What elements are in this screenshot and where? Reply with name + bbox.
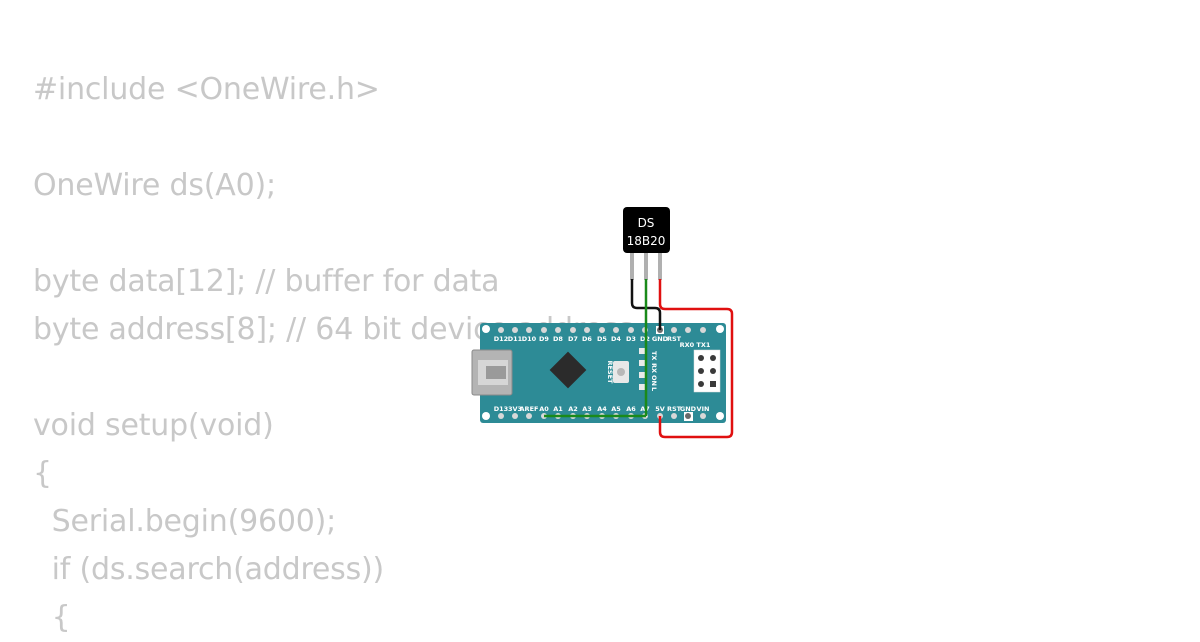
pin-label-top: D5 [597, 335, 607, 343]
led-label: RX [650, 363, 658, 373]
pin-label-bottom: A2 [568, 405, 578, 413]
led-on [639, 372, 645, 378]
code-line: void setup(void) [33, 408, 274, 443]
led-rx [639, 360, 645, 366]
pin-label-top: D12 [494, 335, 508, 343]
pin-label-top: RST [667, 335, 682, 343]
code-line [33, 114, 633, 162]
led-label: TX [650, 351, 658, 360]
sensor-label: 18B20 [627, 234, 666, 248]
pin-label-bottom: A4 [597, 405, 607, 413]
led-l [639, 384, 645, 390]
icsp-header [693, 349, 721, 393]
pin-label-top: D4 [611, 335, 621, 343]
sensor-label: DS [638, 216, 655, 230]
code-line: { [33, 456, 52, 491]
code-line: Serial.begin(9600); [33, 504, 337, 539]
usb-connector-icon [471, 349, 513, 396]
header-label: RX0 TX1 [680, 341, 711, 349]
pin-label-top: D7 [568, 335, 578, 343]
code-line: if (ds.search(address)) [33, 552, 385, 587]
ds18b20-sensor[interactable]: DS 18B20 [623, 207, 670, 280]
circuit-svg: D12 D11 D10 D9 D8 D7 D6 D5 D4 D3 D2 GND … [471, 207, 734, 439]
arduino-nano-board[interactable]: D12 D11 D10 D9 D8 D7 D6 D5 D4 D3 D2 GND … [471, 323, 726, 423]
pin-label-bottom: 3V3 [508, 405, 522, 413]
pin-label-bottom: GND [680, 405, 697, 413]
reset-label: RESET [606, 360, 614, 384]
pin-label-bottom: VIN [697, 405, 710, 413]
pin-label-top: D8 [553, 335, 563, 343]
pin-label-bottom: AREF [520, 405, 539, 413]
pin-label-top: GND [652, 335, 669, 343]
pin-label-top: D6 [582, 335, 592, 343]
pin-label-top: D3 [626, 335, 636, 343]
code-line: { [33, 600, 71, 635]
pin-label-bottom: A5 [611, 405, 621, 413]
pin-label-bottom: A1 [553, 405, 563, 413]
code-line: #include <OneWire.h> [33, 72, 380, 107]
top-pin-header [498, 326, 706, 334]
led-label: L [650, 387, 658, 391]
pin-label-top: D10 [522, 335, 537, 343]
pin-label-bottom: RST [667, 405, 682, 413]
pin-label-bottom: A3 [582, 405, 592, 413]
pin-label-top: D11 [508, 335, 523, 343]
led-label: ON [650, 375, 658, 386]
wire-vcc[interactable] [658, 279, 734, 439]
pin-label-bottom: 5V [655, 405, 665, 413]
led-tx [639, 348, 645, 354]
code-line: OneWire ds(A0); [33, 168, 276, 203]
microcontroller-chip [549, 351, 587, 389]
circuit-diagram[interactable]: D12 D11 D10 D9 D8 D7 D6 D5 D4 D3 D2 GND … [465, 195, 745, 445]
pin-label-bottom: A0 [539, 405, 549, 413]
reset-button[interactable] [613, 361, 629, 383]
code-line: byte data[12]; // buffer for data [33, 264, 500, 299]
pin-label-bottom: D13 [494, 405, 508, 413]
pin-label-bottom: A6 [626, 405, 636, 413]
pin-label-top: D9 [539, 335, 549, 343]
